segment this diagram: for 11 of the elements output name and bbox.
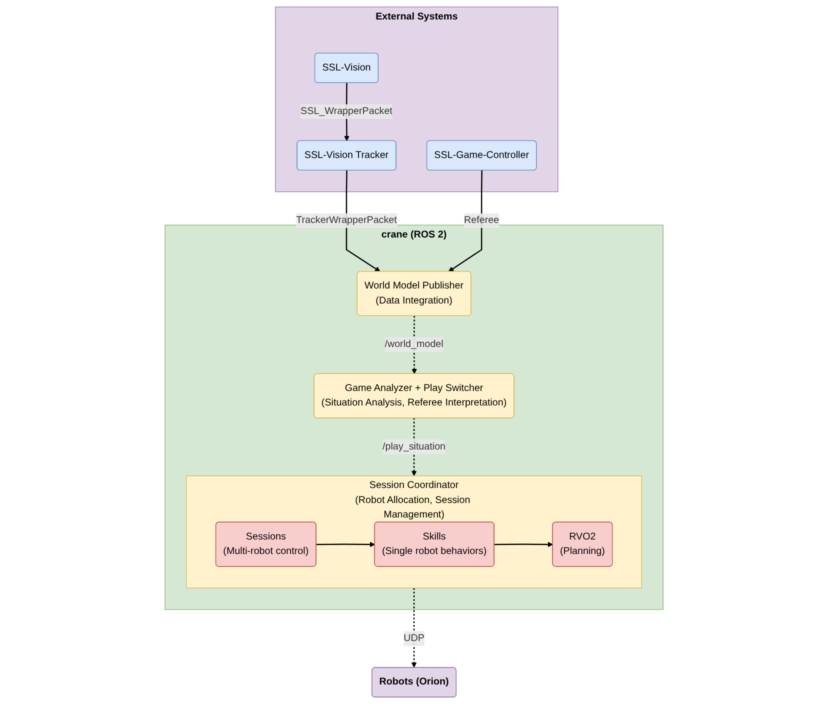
edge-label: TrackerWrapperPacket — [296, 215, 397, 226]
arrow — [494, 542, 554, 548]
edge-label: Referee — [464, 215, 500, 226]
arrow — [448, 170, 482, 272]
edge-label: SSL_WrapperPacket — [300, 106, 392, 117]
arrow — [316, 542, 376, 548]
edge-label: UDP — [404, 632, 424, 644]
edge-label: /play_situation — [382, 441, 446, 452]
arrow — [346, 170, 380, 272]
edge-label: /world_model — [384, 339, 444, 350]
arrow — [411, 588, 417, 668]
